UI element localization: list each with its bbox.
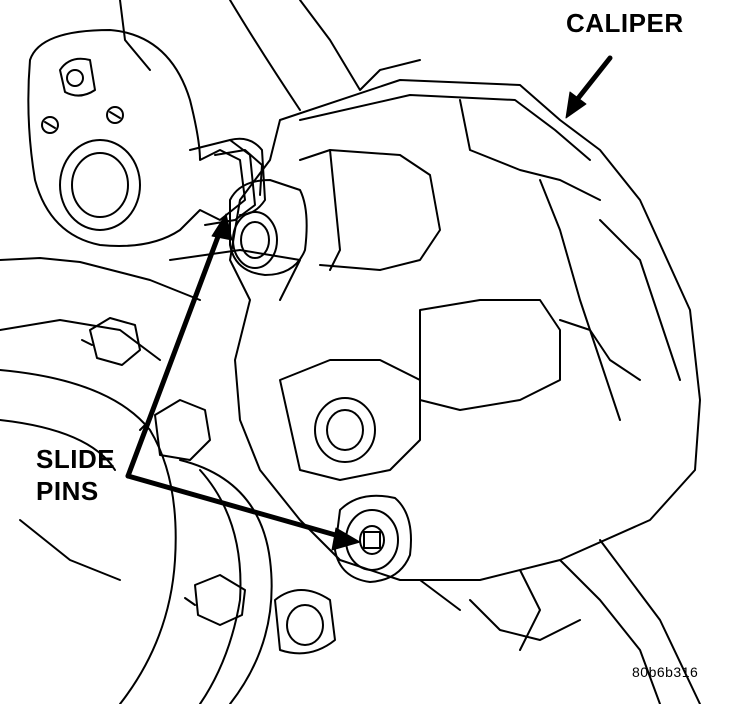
slide-pins-label-line2: PINS: [36, 476, 99, 506]
hex-bolts: [81, 317, 336, 655]
figure-code: 80b6b316: [632, 664, 699, 680]
caliper-label: CALIPER: [566, 8, 684, 38]
upper-slide-pin: [214, 149, 308, 276]
caliper-body: [229, 79, 701, 704]
arrow-heads: [211, 91, 587, 551]
rotor-knuckle-background: [0, 0, 421, 704]
caliper-bore-circle: [314, 397, 376, 463]
slide-pins-label-line1: SLIDE: [36, 444, 116, 474]
lower-slide-pin: [334, 494, 412, 583]
